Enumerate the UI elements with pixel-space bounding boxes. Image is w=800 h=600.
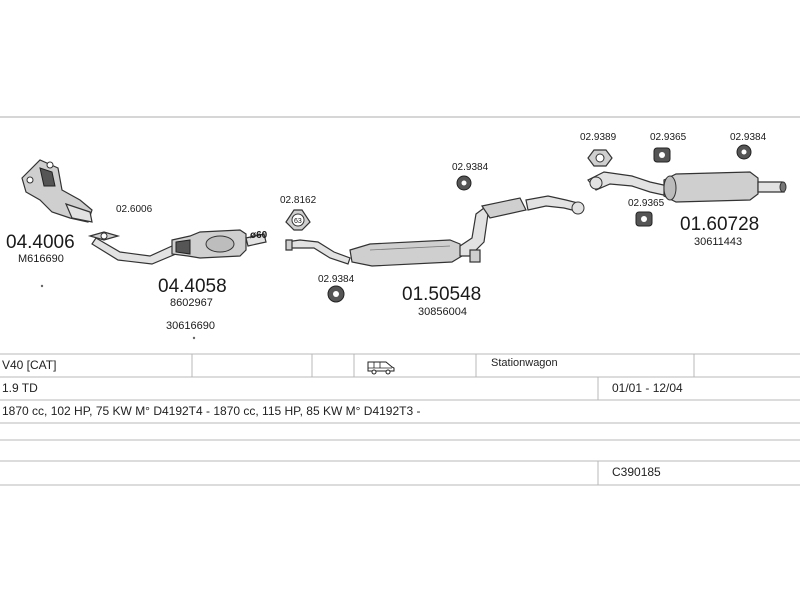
rear-connecting-pipe[interactable] — [481, 195, 585, 219]
part-ref-8602967: 8602967 — [170, 297, 213, 309]
part-04-4006-catalyst[interactable] — [21, 159, 93, 223]
part-ref-30616690: 30616690 — [166, 320, 215, 332]
clamp-02-8162[interactable]: 63 — [285, 209, 311, 231]
hanger-02-9384-a[interactable] — [327, 285, 345, 303]
hanger-02-9365-a[interactable] — [653, 147, 671, 163]
part-number-02-9389: 02.9389 — [580, 132, 617, 143]
marker-dot — [40, 284, 44, 288]
part-number-02-9365-a: 02.9365 — [650, 132, 687, 143]
part-number-02-9384-b: 02.9384 — [452, 162, 489, 173]
part-ref-m616690: M616690 — [18, 253, 64, 265]
van-icon — [367, 361, 395, 375]
hanger-02-9384-c[interactable] — [736, 144, 752, 160]
gasket-02-9389[interactable] — [587, 149, 613, 167]
part-number-02-9384-c: 02.9384 — [730, 132, 767, 143]
part-number-04-4006: 04.4006 — [6, 232, 75, 253]
part-number-02-9365-b: 02.9365 — [628, 198, 665, 209]
part-number-01-60728: 01.60728 — [680, 214, 759, 235]
hanger-02-9384-b[interactable] — [456, 175, 472, 191]
info-table-grid — [0, 353, 800, 486]
part-01-50548-center-silencer[interactable] — [349, 207, 489, 267]
part-01-60728-rear-silencer[interactable] — [587, 171, 787, 203]
part-ref-30856004: 30856004 — [418, 306, 467, 318]
diameter-label: ø60 — [250, 230, 268, 241]
marker-dot — [192, 336, 196, 340]
gasket-02-6006[interactable] — [87, 231, 121, 241]
part-ref-30611443: 30611443 — [694, 236, 742, 248]
part-number-02-8162: 02.8162 — [280, 195, 317, 206]
hanger-02-9365-b[interactable] — [635, 211, 653, 227]
intermediate-pipe[interactable] — [285, 239, 351, 265]
part-04-4058-front-pipe[interactable] — [91, 229, 267, 265]
part-number-02-6006: 02.6006 — [116, 204, 153, 215]
part-number-02-9384-a: 02.9384 — [318, 274, 355, 285]
part-number-01-50548: 01.50548 — [402, 284, 481, 305]
part-number-04-4058: 04.4058 — [158, 276, 227, 297]
clamp-size-badge: 63 — [294, 218, 302, 225]
